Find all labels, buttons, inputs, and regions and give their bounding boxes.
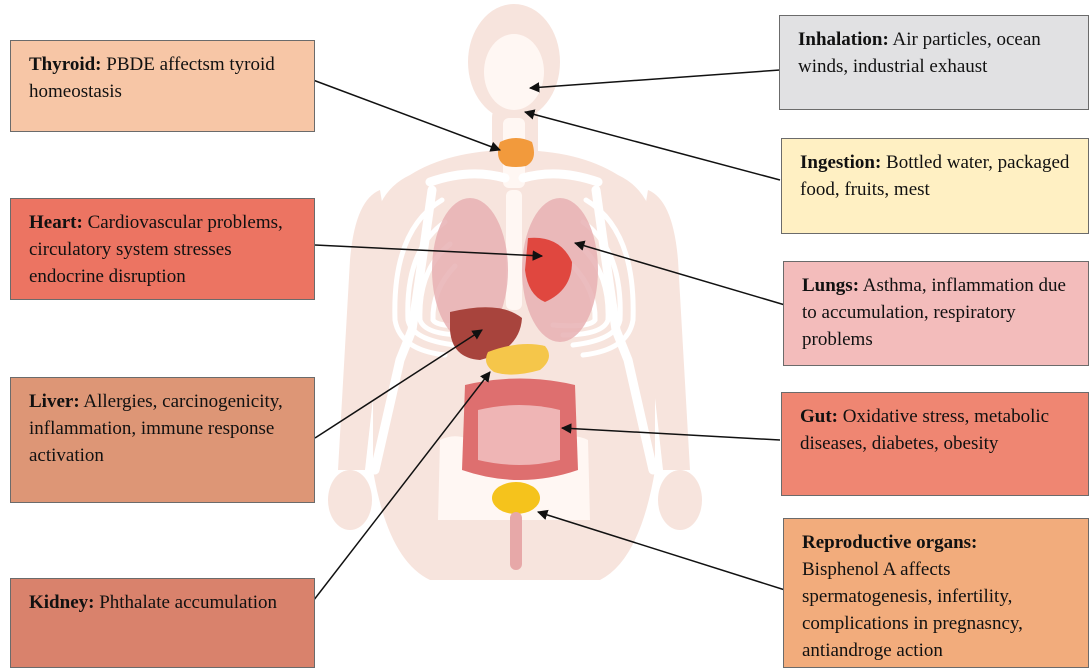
inhalation-box: Inhalation: Air particles, ocean winds, …: [779, 15, 1089, 110]
small-intestine-organ: [478, 405, 560, 465]
thyroid-box: Thyroid: PBDE affectsm tyroid homeostasi…: [10, 40, 315, 132]
lungs-title: Lungs:: [802, 275, 859, 296]
thyroid-arrow: [313, 80, 500, 150]
thyroid-title: Thyroid:: [29, 54, 102, 75]
liver-title: Liver:: [29, 391, 80, 412]
reproductive-title: Reproductive organs:: [802, 532, 977, 553]
lungs-box: Lungs: Asthma, inflammation due to accum…: [783, 261, 1089, 366]
gut-text: Oxidative stress, metabolic diseases, di…: [800, 406, 1049, 454]
inhalation-arrow: [530, 70, 780, 88]
liver-box: Liver: Allergies, carcinogenicity, infla…: [10, 377, 315, 503]
reproductive-box: Reproductive organs: Bisphenol A affects…: [783, 518, 1089, 668]
bladder-organ: [492, 482, 540, 514]
gut-title: Gut:: [800, 406, 838, 427]
reproductive-text: Bisphenol A affects spermatogenesis, inf…: [802, 559, 1023, 661]
urethra-organ: [510, 512, 522, 570]
kidney-box: Kidney: Phthalate accumulation: [10, 578, 315, 668]
heart-title: Heart:: [29, 212, 83, 233]
thyroid-organ: [498, 138, 534, 167]
gut-box: Gut: Oxidative stress, metabolic disease…: [781, 392, 1089, 496]
ingestion-box: Ingestion: Bottled water, packaged food,…: [781, 138, 1089, 234]
ingestion-title: Ingestion:: [800, 152, 881, 173]
inhalation-title: Inhalation:: [798, 29, 889, 50]
heart-box: Heart: Cardiovascular problems, circulat…: [10, 198, 315, 300]
kidney-title: Kidney:: [29, 592, 94, 613]
kidney-text: Phthalate accumulation: [99, 592, 277, 613]
